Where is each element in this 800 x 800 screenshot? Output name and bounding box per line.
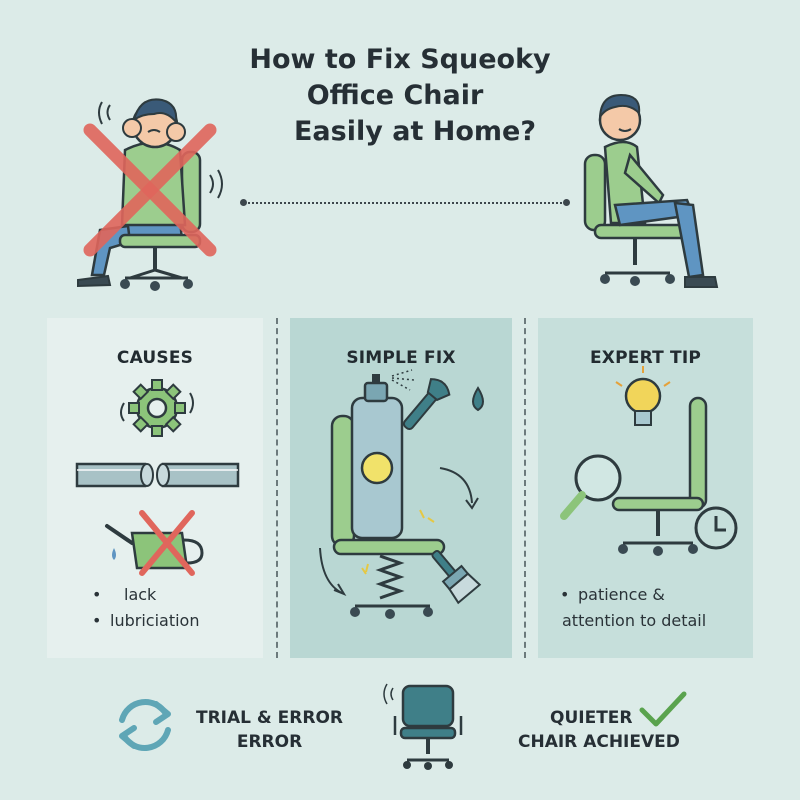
bullet-item: •lubriciation xyxy=(92,611,200,630)
trial-error-line-1: TRIAL & ERROR xyxy=(196,708,343,728)
cycle-arrows-icon xyxy=(119,699,171,751)
bullet-item: •lack xyxy=(92,585,157,604)
lightbulb-icon xyxy=(615,366,671,426)
frustrated-person-illustration xyxy=(77,98,223,291)
causes-panel: CAUSES xyxy=(47,318,263,658)
panel-divider xyxy=(524,318,526,658)
expert-tip-panel: EXPERT TIP •pat xyxy=(538,318,753,658)
quieter-chair-line-1: QUIETER xyxy=(550,708,633,728)
relaxed-person-illustration xyxy=(583,93,719,288)
clock-icon xyxy=(694,506,738,550)
connector-dot-right xyxy=(563,199,570,206)
quiet-chair-icon xyxy=(383,683,463,770)
checkmark-icon xyxy=(639,691,687,727)
causes-bullets: •lack •lubriciation xyxy=(92,582,199,634)
panel-divider xyxy=(276,318,278,658)
cycle-arrow-icon xyxy=(465,497,479,510)
expert-tip-illustration xyxy=(560,366,738,556)
page-title: How to Fix Squeoky Office Chair Easily a… xyxy=(200,42,600,150)
broken-pipe-icon xyxy=(75,462,240,488)
chair-back-icon xyxy=(330,414,356,548)
quieter-chair-label: QUIETER CHAIR ACHIEVED xyxy=(518,706,698,754)
bullet-item: •patience & xyxy=(560,585,665,604)
simple-fix-panel: SIMPLE FIX xyxy=(290,318,512,658)
wrench-icon xyxy=(402,378,451,431)
expert-tip-bullets: •patience & attention to detail xyxy=(560,582,706,634)
title-line-3: Easily at Home? xyxy=(293,116,537,147)
causes-heading: CAUSES xyxy=(116,348,194,368)
quieter-chair-line-2: CHAIR ACHIEVED xyxy=(518,732,680,752)
spray-can-icon xyxy=(350,369,415,540)
gear-squeak-icon xyxy=(120,379,194,437)
chair-spring-icon xyxy=(375,554,405,600)
expert-tip-heading: EXPERT TIP xyxy=(589,348,701,368)
trial-error-line-2: ERROR xyxy=(236,732,303,752)
connector-line xyxy=(244,202,566,204)
trial-error-label: TRIAL & ERROR ERROR xyxy=(196,706,343,754)
title-line-2: Office Chair xyxy=(306,80,484,111)
magnifier-icon xyxy=(560,454,622,520)
chair-icon xyxy=(611,396,708,556)
connector-dot-left xyxy=(240,199,247,206)
oil-drop-icon xyxy=(472,386,484,412)
simple-fix-illustration xyxy=(319,369,484,619)
brush-icon xyxy=(431,550,482,605)
crossed-oil-can-icon xyxy=(105,510,204,576)
simple-fix-heading: SIMPLE FIX xyxy=(346,348,456,368)
bullet-item: attention to detail xyxy=(562,611,707,630)
title-line-1: How to Fix Squeoky xyxy=(249,44,551,75)
